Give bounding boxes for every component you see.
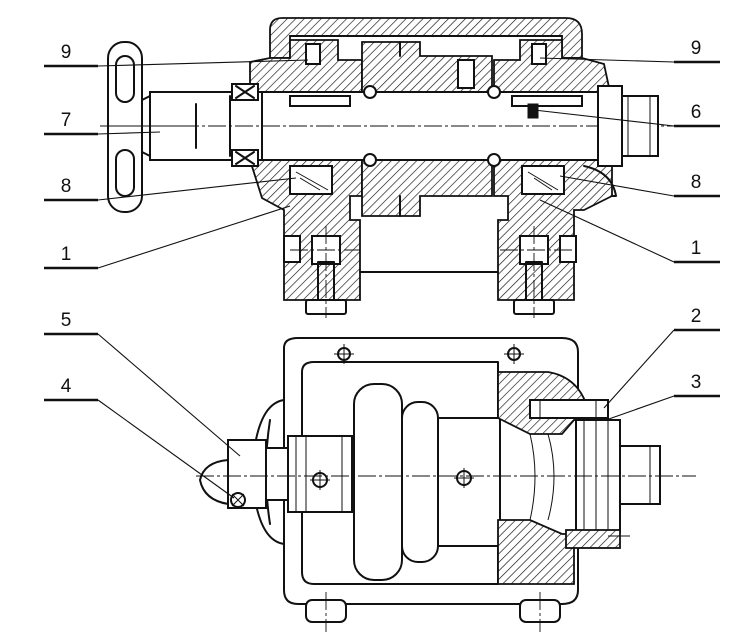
callout-3: 3 (605, 372, 720, 421)
callout-9-left: 9 (44, 42, 309, 68)
svg-text:9: 9 (691, 38, 702, 59)
svg-text:2: 2 (691, 306, 702, 327)
callout-8-left: 8 (44, 176, 297, 202)
svg-text:1: 1 (691, 238, 702, 259)
svg-text:8: 8 (61, 176, 72, 197)
right-bearing-housing-upper (493, 39, 612, 93)
housing-body (283, 337, 579, 605)
callout-8-right: 8 (559, 172, 720, 198)
callout-1-right: 1 (539, 199, 720, 264)
svg-text:1: 1 (61, 244, 72, 265)
svg-text:6: 6 (691, 102, 702, 123)
svg-text:9: 9 (61, 42, 72, 63)
exterior-view (196, 337, 696, 632)
sectional-view (100, 17, 720, 318)
callout-4: 4 (44, 376, 235, 499)
callout-9-right: 9 (539, 38, 720, 64)
svg-text:5: 5 (61, 310, 72, 331)
svg-text:7: 7 (61, 110, 72, 131)
callout-6: 6 (533, 102, 720, 128)
left-bearing-housing-upper (249, 39, 363, 93)
callout-2: 2 (603, 306, 720, 409)
svg-text:4: 4 (61, 376, 72, 397)
svg-text:3: 3 (691, 372, 702, 393)
callout-1-left: 1 (44, 205, 291, 270)
callout-5: 5 (44, 310, 241, 457)
callout-labels: 9 7 8 1 9 6 8 (44, 38, 720, 499)
gear-ring (353, 383, 403, 581)
svg-text:8: 8 (691, 172, 702, 193)
callout-7: 7 (44, 110, 161, 136)
handwheel (107, 41, 196, 213)
